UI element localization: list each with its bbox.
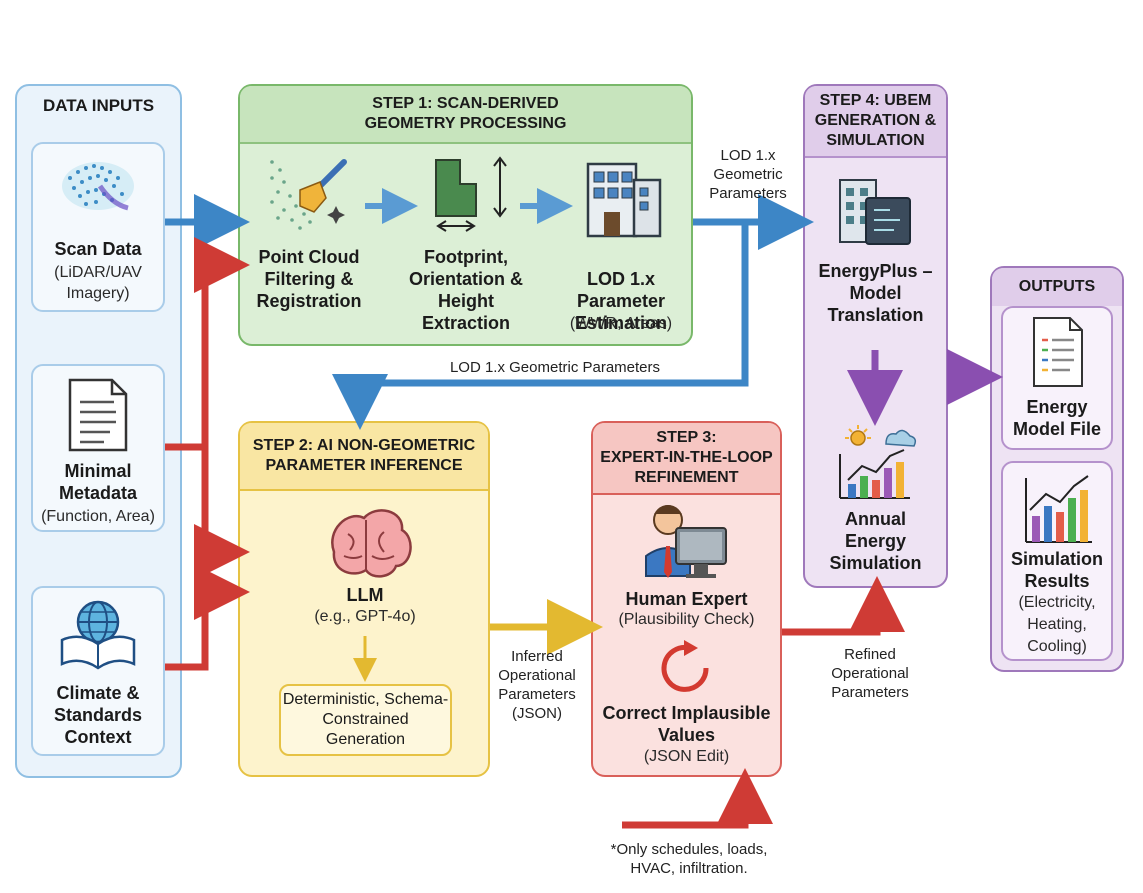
step2-title: STEP 2: AI NON-GEOMETRIC PARAMETER INFER…: [240, 423, 488, 491]
lod-estimation-sub: (WWR, Areas): [569, 315, 673, 332]
footnote-to-step3-arrow: [622, 768, 773, 829]
building-icon: [586, 162, 662, 238]
document-icon: [68, 378, 128, 452]
scan-data-title: Scan Data: [54, 239, 142, 259]
metadata-subtitle: (Function, Area): [41, 508, 155, 525]
step3-panel: STEP 3: EXPERT-IN-THE-LOOP REFINEMENT: [591, 421, 782, 777]
lod-estimation-label: LOD 1.x Parameter Estimation: [574, 269, 667, 333]
step1-to-step2-arrow: [332, 224, 749, 430]
step4-title-line2: GENERATION &: [814, 112, 937, 129]
brain-icon: [331, 509, 412, 578]
energyplus-translation-label: EnergyPlus – Model Translation: [818, 261, 933, 325]
step2-title-line2: PARAMETER INFERENCE: [265, 457, 463, 474]
climate-title: Climate & Standards Context: [53, 683, 143, 747]
human-expert-label: Human Expert: [625, 589, 748, 609]
step3-title: STEP 3: EXPERT-IN-THE-LOOP REFINEMENT: [593, 423, 780, 495]
llm-label: LLM: [346, 585, 384, 605]
metadata-to-step1-arrow: [165, 237, 250, 451]
point-cloud-label: Point Cloud Filtering & Registration: [256, 247, 362, 311]
simulation-results-sub: (Electricity, Heating, Cooling): [1018, 594, 1096, 655]
schema-generation-box: Deterministic, Schema-Constrained Genera…: [279, 684, 452, 756]
lod-geometric-label-mid: LOD 1.x Geometric Parameters: [449, 359, 661, 376]
metadata-to-step2-arrow: [194, 447, 250, 580]
human-expert-sub: (Plausibility Check): [618, 611, 755, 628]
brush-icon: [270, 159, 347, 230]
point-cloud-icon: [62, 162, 134, 211]
simulation-results-card: [1001, 461, 1113, 661]
outputs-title: OUTPUTS: [992, 268, 1122, 306]
step4-title: STEP 4: UBEM GENERATION & SIMULATION: [805, 86, 946, 158]
lod-geometric-label-top: LOD 1.x Geometric Parameters: [709, 147, 787, 202]
correct-values-sub: (JSON Edit): [643, 748, 730, 765]
energy-simulation-icon: [839, 425, 917, 499]
footprint-icon: [435, 156, 507, 232]
step4-title-line3: SIMULATION: [826, 132, 925, 149]
metadata-title: Minimal Metadata: [58, 461, 138, 503]
energy-model-file-label: Energy Model File: [1012, 397, 1101, 439]
simulation-results-chart-icon: [1025, 475, 1092, 543]
step1-title-line2: GEOMETRY PROCESSING: [364, 115, 567, 132]
scan-data-card: [31, 142, 165, 312]
step3-title-line1: STEP 3:: [656, 429, 717, 446]
llm-sub: (e.g., GPT-4o): [314, 608, 416, 625]
step1-title: STEP 1: SCAN-DERIVED GEOMETRY PROCESSING: [240, 86, 691, 144]
energyplus-icon: [839, 179, 911, 245]
inferred-parameters-label: Inferred Operational Parameters (JSON): [498, 648, 576, 722]
refined-parameters-label: Refined Operational Parameters: [831, 646, 909, 701]
footprint-label: Footprint, Orientation & Height Extracti…: [408, 247, 523, 333]
human-expert-icon: [645, 505, 727, 578]
step1-title-line1: STEP 1: SCAN-DERIVED: [372, 95, 559, 112]
step3-to-step4-arrow: [782, 576, 905, 636]
annual-simulation-label: Annual Energy Simulation: [829, 509, 922, 573]
climate-to-step2-arrow: [165, 564, 250, 671]
footnote: *Only schedules, loads, HVAC, infiltrati…: [610, 841, 768, 877]
step2-title-line1: STEP 2: AI NON-GEOMETRIC: [252, 437, 476, 454]
simulation-results-label: Simulation Results: [1010, 549, 1103, 591]
globe-book-icon: [60, 600, 136, 670]
scan-data-subtitle: (LiDAR/UAV Imagery): [54, 264, 142, 302]
step3-title-line2: EXPERT-IN-THE-LOOP: [600, 449, 773, 466]
refresh-icon: [661, 640, 709, 692]
step3-title-line3: REFINEMENT: [634, 469, 739, 486]
data-inputs-title: DATA INPUTS: [42, 96, 155, 115]
step4-title-line1: STEP 4: UBEM: [819, 92, 932, 109]
step4-panel: STEP 4: UBEM GENERATION & SIMULATION: [803, 84, 948, 588]
energy-file-icon: [1033, 317, 1083, 387]
correct-values-label: Correct Implausible Values: [602, 703, 771, 745]
